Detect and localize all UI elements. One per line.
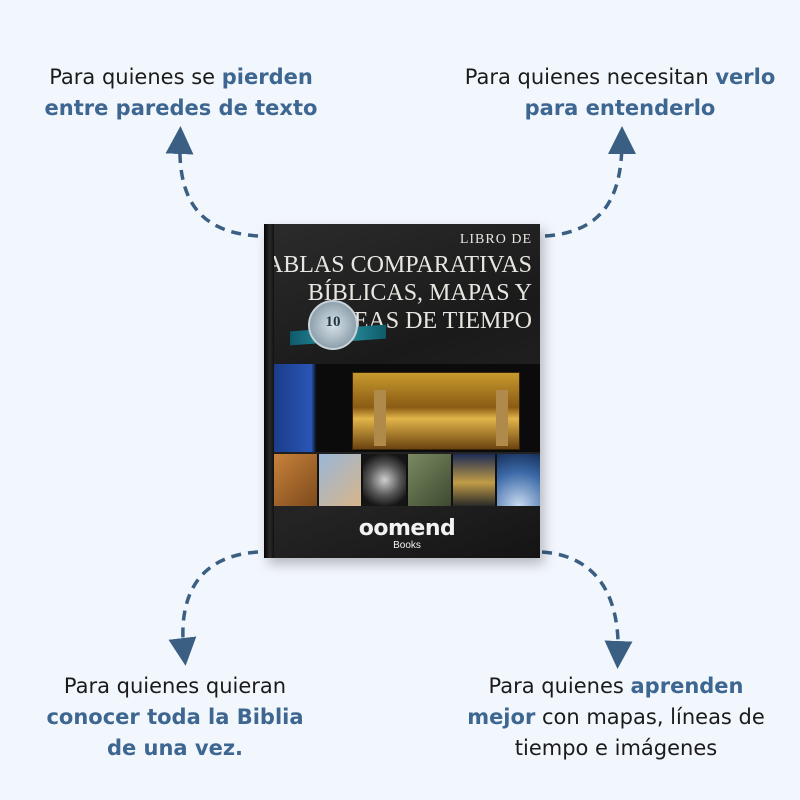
thumbnail-relief-map [408,454,453,506]
thumbnail-pharaoh [452,454,498,506]
book-spine [264,224,274,558]
thumbnail-map [274,454,319,506]
callout-bottom-right-text: Para quienes [488,674,631,698]
callout-top-right-highlight: verlo para entenderlo [524,65,776,120]
callout-bottom-right-highlight: aprenden mejor [467,674,744,729]
callout-top-left: Para quienes se pierden entre paredes de… [18,62,344,124]
cover-thumbnails [274,454,540,506]
book-cover: LIBRO DE TABLAS COMPARATIVAS BÍBLICAS, M… [274,224,540,558]
callout-bottom-left: Para quienes quieran conocer toda la Bib… [30,671,320,764]
arrow-top-left [165,126,259,238]
anniversary-number: 10 [325,314,341,330]
callout-bottom-left-text: Para quienes quieran [63,674,287,698]
thumbnail-dome [497,454,540,506]
anniversary-seal: 10 [308,300,358,350]
thumbnail-cross [363,454,409,506]
arrow-top-right [544,126,636,238]
callout-top-left-highlight: pierden entre paredes de texto [44,65,318,120]
book-title-line-2: BÍBLICAS, MAPAS Y [307,280,532,306]
callout-bottom-left-highlight: conocer toda la Biblia de una vez. [46,705,304,760]
callout-top-right-text: Para quienes necesitan [464,65,716,89]
book-title-line-1: TABLAS COMPARATIVAS [274,252,532,278]
book-kicker: LIBRO DE [459,232,532,247]
temple-pillar [496,390,508,446]
callout-bottom-right: Para quienes aprenden mejor con mapas, l… [452,671,780,764]
publisher-sub: Books [393,540,421,551]
book-cover-image: LIBRO DE TABLAS COMPARATIVAS BÍBLICAS, M… [264,224,544,564]
callout-top-right: Para quienes necesitan verlo para entend… [458,62,782,124]
publisher-logo: oomend [358,516,456,541]
temple-pillar [374,390,386,446]
callout-bottom-right-tail: con mapas, líneas de tiempo e imágenes [514,705,765,760]
arrow-bottom-left [168,550,259,666]
arrow-bottom-right [541,550,633,669]
callout-top-left-text: Para quienes se [49,65,222,89]
thumbnail-illustration [318,454,364,506]
